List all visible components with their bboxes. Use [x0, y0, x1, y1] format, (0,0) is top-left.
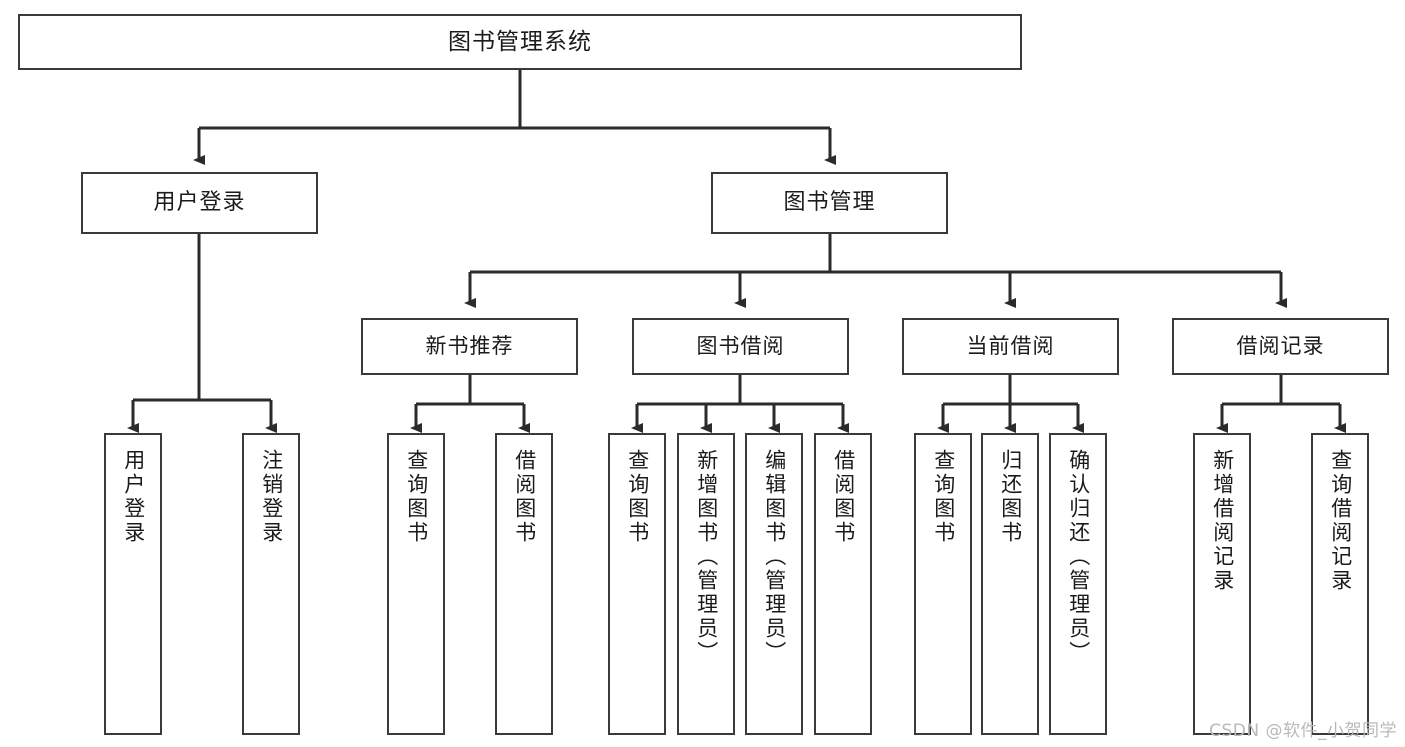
node-label: 查询图书 [625, 449, 650, 545]
leaf-query-book-recommend[interactable]: 查询图书 [387, 433, 445, 735]
node-label: 用户登录 [121, 449, 146, 545]
leaf-add-book-admin[interactable]: 新增图书（管理员） [677, 433, 735, 735]
leaf-borrow-book[interactable]: 借阅图书 [814, 433, 872, 735]
node-label: 用户登录 [153, 190, 246, 216]
node-root-system[interactable]: 图书管理系统 [18, 14, 1022, 70]
node-label: 借阅图书 [512, 449, 537, 545]
node-book-management[interactable]: 图书管理 [711, 172, 948, 234]
node-label: 编辑图书（管理员） [762, 449, 787, 665]
leaf-borrow-book-recommend[interactable]: 借阅图书 [495, 433, 553, 735]
node-label: 借阅记录 [1236, 334, 1325, 359]
node-label: 图书借阅 [696, 334, 785, 359]
node-borrow-record[interactable]: 借阅记录 [1172, 318, 1389, 375]
leaf-logout[interactable]: 注销登录 [242, 433, 300, 735]
node-new-book-recommend[interactable]: 新书推荐 [361, 318, 578, 375]
node-current-borrow[interactable]: 当前借阅 [902, 318, 1119, 375]
leaf-return-book[interactable]: 归还图书 [981, 433, 1039, 735]
node-user-login[interactable]: 用户登录 [81, 172, 318, 234]
leaf-query-borrow-record[interactable]: 查询借阅记录 [1311, 433, 1369, 735]
node-label: 新增图书（管理员） [694, 449, 719, 665]
leaf-query-book-borrow[interactable]: 查询图书 [608, 433, 666, 735]
node-label: 图书管理 [783, 190, 876, 216]
node-book-borrow[interactable]: 图书借阅 [632, 318, 849, 375]
node-label: 注销登录 [259, 449, 284, 545]
node-label: 新增借阅记录 [1210, 449, 1235, 593]
node-label: 查询借阅记录 [1328, 449, 1353, 593]
leaf-edit-book-admin[interactable]: 编辑图书（管理员） [745, 433, 803, 735]
node-label: 查询图书 [931, 449, 956, 545]
node-label: 借阅图书 [831, 449, 856, 545]
node-label: 图书管理系统 [448, 28, 592, 55]
node-label: 查询图书 [404, 449, 429, 545]
leaf-confirm-return-admin[interactable]: 确认归还（管理员） [1049, 433, 1107, 735]
leaf-add-borrow-record[interactable]: 新增借阅记录 [1193, 433, 1251, 735]
node-label: 确认归还（管理员） [1066, 449, 1091, 665]
leaf-user-login[interactable]: 用户登录 [104, 433, 162, 735]
node-label: 新书推荐 [425, 334, 514, 359]
leaf-query-book-current[interactable]: 查询图书 [914, 433, 972, 735]
node-label: 归还图书 [998, 449, 1023, 545]
watermark: CSDN @软件_小贺同学 [1209, 721, 1397, 741]
node-label: 当前借阅 [966, 334, 1055, 359]
